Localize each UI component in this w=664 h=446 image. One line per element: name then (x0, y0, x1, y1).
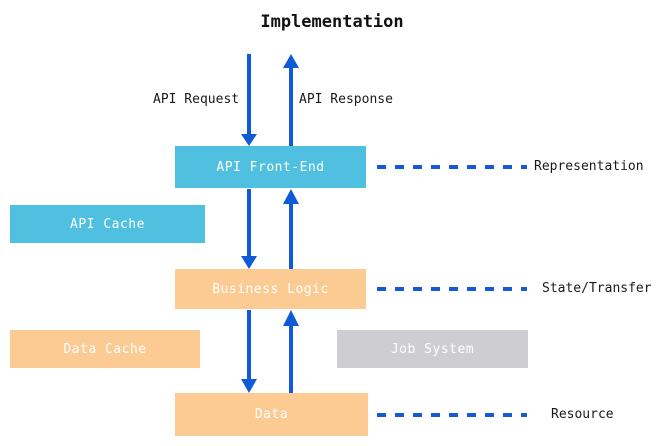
box-api-cache[interactable]: API Cache (10, 205, 205, 243)
box-label-api-cache: API Cache (70, 216, 145, 232)
box-label-data: Data (254, 407, 289, 422)
box-business-logic[interactable]: Business Logic (175, 269, 366, 309)
side-label-state-transfer: State/Transfer (542, 281, 652, 296)
box-label-api-front-end: API Front-End (216, 159, 325, 175)
arrow-api-response (283, 54, 299, 146)
box-label-data-cache: Data Cache (63, 341, 147, 357)
box-api-front-end[interactable]: API Front-End (175, 146, 366, 188)
edge-label-api-response: API Response (299, 92, 393, 107)
box-job-system[interactable]: Job System (337, 330, 528, 368)
arrow-business-logic-to-front-end (283, 189, 299, 269)
side-label-representation: Representation (534, 159, 644, 174)
arrow-business-logic-to-data (241, 310, 257, 393)
arrow-api-request (241, 54, 257, 146)
arrow-data-to-business-logic (283, 310, 299, 393)
box-label-job-system: Job System (390, 341, 475, 357)
side-label-resource: Resource (551, 407, 614, 422)
diagram-title: Implementation (260, 12, 404, 32)
box-label-business-logic: Business Logic (212, 281, 329, 297)
edge-label-api-request: API Request (153, 92, 240, 107)
box-data-cache[interactable]: Data Cache (10, 330, 200, 368)
arrow-front-end-to-business-logic (241, 189, 257, 269)
box-data[interactable]: Data (175, 393, 368, 436)
